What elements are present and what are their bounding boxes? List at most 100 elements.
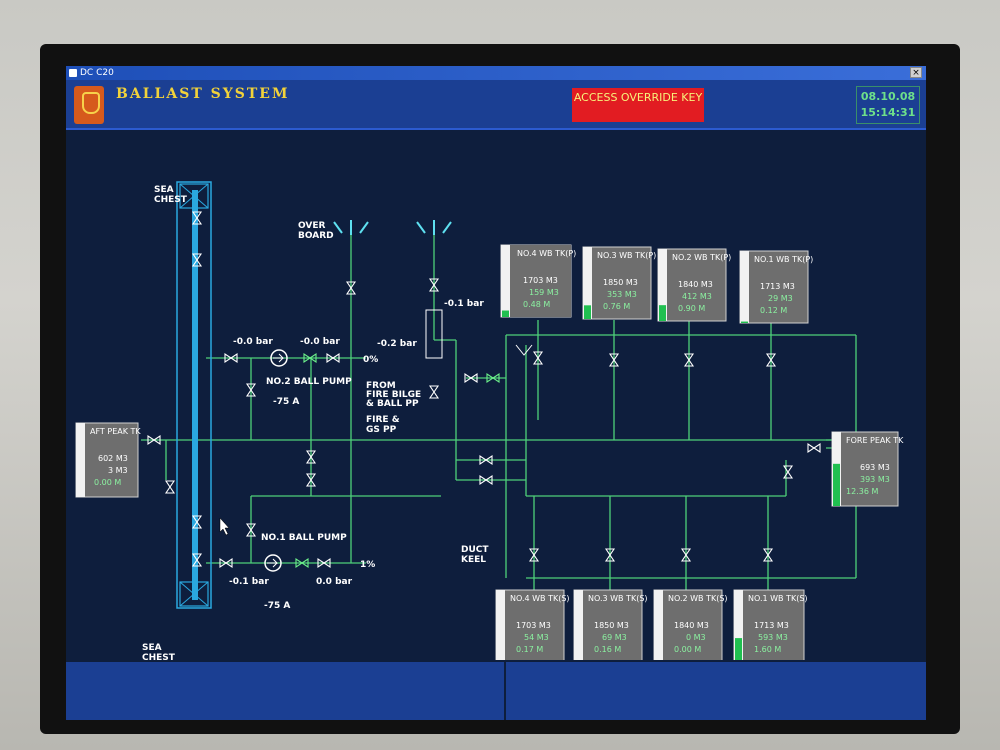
close-button[interactable]: × [910,67,922,78]
tank-capacity: 1850 M3 [603,278,638,287]
tank-level-bar [502,310,509,317]
mouse-cursor-icon [219,517,230,536]
sea-chest-bottom-line1: SEA [142,643,162,653]
tank-sounding: 0.76 M [603,302,630,311]
duct-keel-label: DUCT KEEL [461,545,492,565]
page-title: BALLAST SYSTEM [116,86,290,102]
fire-bilge-line3: & BALL PP [366,399,419,409]
tank-name: NO.1 WB TK(S) [748,594,808,603]
overboard-label: OVER BOARD [298,221,334,241]
tank-capacity: 693 M3 [860,463,890,472]
sea-chest-bottom-line2: CHEST [142,653,176,660]
tank-volume: 54 M3 [524,633,549,642]
tank-fore-peak[interactable]: FORE PEAK TK 693 M3 393 M3 12.36 M [831,431,904,507]
tank-capacity: 1850 M3 [594,621,629,630]
tank-aft-peak[interactable]: AFT PEAK TK 602 M3 3 M3 0.00 M [75,422,141,498]
p1-percent: 1% [360,560,375,570]
overboard-line2: BOARD [298,231,334,241]
fire-gs-line1: FIRE & [366,415,400,425]
tank-volume: 593 M3 [758,633,788,642]
tank-level-bar [735,638,742,664]
tank-wb3s[interactable]: NO.3 WB TK(S) 1850 M3 69 M3 0.16 M [573,589,648,665]
tank-volume: 69 M3 [602,633,627,642]
tank-name: NO.3 WB TK(S) [588,594,648,603]
pump1-current: -75 A [264,601,290,611]
pump1-icon[interactable] [264,554,282,572]
window-menu-icon[interactable] [69,69,77,77]
tank-level-bar [741,321,748,323]
header-bar: BALLAST SYSTEM ACCESS OVERRIDE KEY 08.10… [66,80,926,130]
tank-name: FORE PEAK TK [846,436,904,445]
tank-wb1p[interactable]: NO.1 WB TK(P) 1713 M3 29 M3 0.12 M [739,250,813,324]
tank-volume: 412 M3 [682,292,712,301]
tank-volume: 0 M3 [686,633,706,642]
tank-capacity: 1703 M3 [523,276,558,285]
tank-sounding: 0.12 M [760,306,787,315]
footer-divider [504,662,506,720]
tank-wb1s[interactable]: NO.1 WB TK(S) 1713 M3 593 M3 1.60 M [733,589,808,665]
tank-capacity: 1703 M3 [516,621,551,630]
pump2-arrow-icon [273,353,285,363]
sea-chest-column [176,181,212,609]
tank-sounding: 0.00 M [674,645,701,654]
fire-bilge-line2: FIRE BILGE [366,390,421,400]
tank-wb2p[interactable]: NO.2 WB TK(P) 1840 M3 412 M3 0.90 M [657,248,731,322]
tank-sounding: 12.36 M [846,487,878,496]
window-title: DC C20 [80,68,114,78]
pump1-label: NO.1 BALL PUMP [261,533,347,543]
sea-chest-top-line2: CHEST [154,195,188,205]
valves[interactable] [147,211,821,569]
footer-bar [66,662,926,720]
tank-volume: 29 M3 [768,294,793,303]
tank-name: NO.2 WB TK(P) [672,253,731,262]
pump2-icon[interactable] [270,349,288,367]
p1-suction-pressure: -0.1 bar [229,577,269,587]
tank-level-bar [833,463,840,506]
access-override-button[interactable]: ACCESS OVERRIDE KEY [572,88,704,122]
tank-volume: 353 M3 [607,290,637,299]
pipe-network [141,230,857,592]
tank-sounding: 0.48 M [523,300,550,309]
tank-wb3p[interactable]: NO.3 WB TK(P) 1850 M3 353 M3 0.76 M [582,246,656,320]
tank-sounding: 0.00 M [94,478,121,487]
tank-name: AFT PEAK TK [90,427,141,436]
tank-name: NO.4 WB TK(P) [517,249,576,258]
p2-percent: 0% [363,355,378,365]
from-fire-bilge-label: FROM FIRE BILGE & BALL PP [366,381,424,409]
p2-suction-pressure: -0.0 bar [233,337,273,347]
fire-gs-label: FIRE & GS PP [366,415,403,435]
tank-wb2s[interactable]: NO.2 WB TK(S) 1840 M3 0 M3 0.00 M [653,589,728,665]
tank-wb4p[interactable]: NO.4 WB TK(P) 1703 M3 159 M3 0.48 M [500,244,576,318]
tank-volume: 3 M3 [108,466,128,475]
tank-level-bar [584,305,591,319]
tank-sounding: 0.16 M [594,645,621,654]
overboard-pressure: -0.1 bar [444,299,484,309]
ballast-mimic-diagram: SEA CHEST SEA CHEST OVER BOARD FROM FIRE… [66,130,926,665]
tank-wb4s[interactable]: NO.4 WB TK(S) 1703 M3 54 M3 0.17 M [495,589,570,665]
tank-capacity: 1713 M3 [760,282,795,291]
fire-pressure: -0.2 bar [377,339,417,349]
p2-discharge-pressure: -0.0 bar [300,337,340,347]
p1-discharge-pressure: 0.0 bar [316,577,353,587]
tank-name: NO.2 WB TK(S) [668,594,728,603]
strainer-icon [515,344,533,356]
time-readout: 15:14:31 [860,106,916,119]
screen: DC C20 × BALLAST SYSTEM ACCESS OVERRIDE … [66,66,926,720]
tank-capacity: 1840 M3 [678,280,713,289]
sea-chest-top-line1: SEA [154,185,174,195]
pump2-label: NO.2 BALL PUMP [266,377,352,387]
overboard-line1: OVER [298,221,326,231]
access-override-label: ACCESS OVERRIDE KEY [573,91,703,104]
tank-name: NO.4 WB TK(S) [510,594,570,603]
window-titlebar: DC C20 × [66,66,926,80]
fire-bilge-line1: FROM [366,381,396,391]
tank-volume: 393 M3 [860,475,890,484]
tank-volume: 159 M3 [529,288,559,297]
tank-capacity: 602 M3 [98,454,128,463]
tank-name: NO.1 WB TK(P) [754,255,813,264]
fire-gs-line2: GS PP [366,425,397,435]
duct-keel-line1: DUCT [461,545,489,555]
datetime-display: 08.10.08 15:14:31 [856,86,920,124]
mimic-svg: SEA CHEST SEA CHEST OVER BOARD FROM FIRE… [75,181,904,665]
fire-pump-connection [425,309,443,359]
